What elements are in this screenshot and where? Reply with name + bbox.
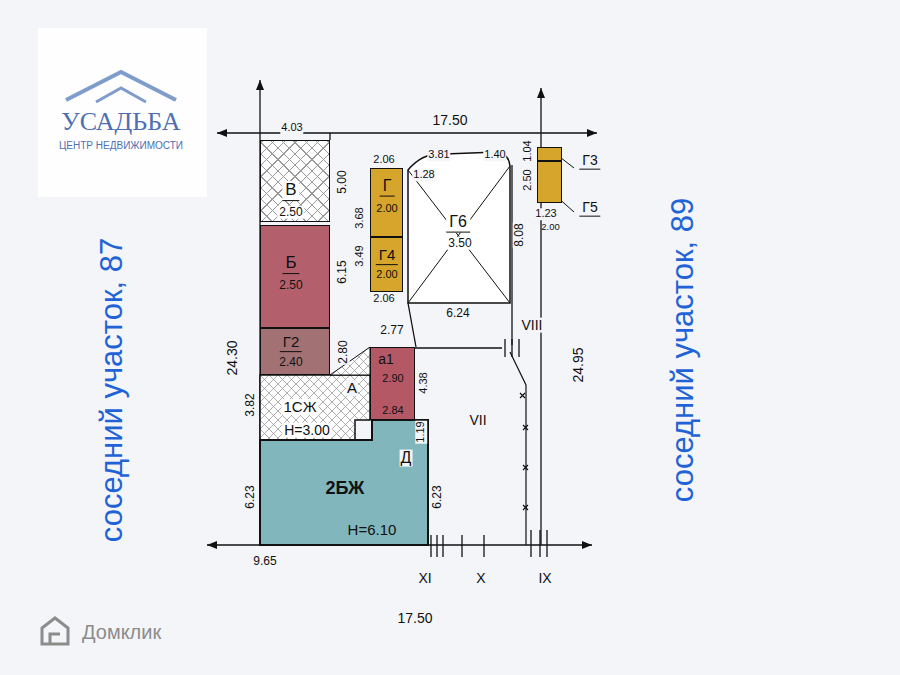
dimension-label: 3.49 bbox=[354, 244, 366, 267]
part-label: VIII bbox=[520, 318, 543, 333]
dimension-label: 24.30 bbox=[225, 339, 240, 376]
dimension-label: 2.06 bbox=[372, 154, 395, 166]
part-name: 1СЖ bbox=[281, 399, 318, 415]
part-label: X bbox=[475, 571, 486, 586]
fence-line bbox=[510, 352, 528, 545]
part-value: Н=6.10 bbox=[348, 522, 397, 538]
part-label: VII bbox=[468, 413, 487, 428]
part-value: 2.00 bbox=[376, 269, 397, 281]
dimension-label: 4.03 bbox=[280, 122, 303, 134]
dimension-label: 1.40 bbox=[483, 149, 506, 161]
dimension-label: 2.06 bbox=[372, 293, 395, 305]
watermark: Домклик bbox=[82, 622, 161, 643]
part-value: 2.00 bbox=[541, 222, 560, 232]
dimension-label: 1.23 bbox=[534, 208, 557, 220]
part-name: Г5 bbox=[579, 200, 600, 217]
house-box: 2БЖ Н=6.10 bbox=[260, 420, 428, 545]
dimension-label: 3.81 bbox=[427, 149, 450, 161]
part-label: IX bbox=[537, 571, 552, 586]
dimension-label: 5.00 bbox=[336, 169, 349, 194]
shed-box: В 2.50 bbox=[260, 140, 330, 222]
dimension-label: 6.24 bbox=[445, 307, 470, 320]
part-name: УСАДЬБА bbox=[61, 108, 180, 135]
part-value: 3.50 bbox=[446, 237, 473, 250]
part-label: А bbox=[346, 380, 358, 396]
dimension-label: 2.77 bbox=[379, 324, 404, 337]
dimension-label: 1.28 bbox=[412, 169, 435, 181]
part-value: 2.00 bbox=[376, 203, 397, 215]
garage-box: Г4 2.00 bbox=[370, 237, 403, 292]
dimension-label: 2.80 bbox=[337, 339, 350, 364]
part-name: Г2 bbox=[280, 334, 302, 352]
dimension-label: 3.68 bbox=[354, 206, 366, 229]
outbuilding-box: Б 2.50 bbox=[260, 225, 330, 328]
garage-box: Г 2.00 bbox=[370, 168, 403, 237]
arrow-heads bbox=[207, 80, 597, 549]
gate-ticks bbox=[431, 339, 547, 557]
dimension-label: 8.08 bbox=[513, 222, 526, 247]
dimension-label: 3.82 bbox=[244, 392, 257, 417]
dimension-label: 1.19 bbox=[415, 420, 427, 443]
part-name: Г4 bbox=[376, 247, 398, 265]
part-name: 2БЖ bbox=[326, 479, 365, 498]
domclick-icon bbox=[42, 618, 68, 644]
part-value: ЦЕНТР НЕДВИЖИМОСТИ bbox=[59, 141, 183, 152]
dimension-label: 6.23 bbox=[244, 484, 257, 509]
part-name: Г3 bbox=[579, 153, 600, 170]
small-shed-box: Г32.00 bbox=[537, 147, 562, 161]
part-value: 2.40 bbox=[279, 356, 302, 369]
dimension-label: 6.15 bbox=[336, 259, 349, 284]
small-shed-box: Г52.00 bbox=[537, 161, 562, 203]
outbuilding-box: Г2 2.40 bbox=[260, 328, 330, 375]
dimension-label: 4.38 bbox=[418, 371, 430, 394]
part-name: В bbox=[282, 181, 299, 201]
part-value: 2.50 bbox=[279, 279, 302, 292]
part-name: Г bbox=[380, 178, 395, 197]
dimension-label: 2.50 bbox=[522, 168, 534, 191]
part-label: Д bbox=[400, 450, 413, 467]
dimension-label: 17.50 bbox=[431, 113, 468, 128]
part-value: 2.84 bbox=[382, 405, 403, 417]
dimension-label: 1.04 bbox=[522, 139, 534, 162]
watermark: соседний участок, 89 bbox=[667, 198, 700, 502]
dimension-label: 9.65 bbox=[252, 555, 277, 568]
dimension-label: 17.50 bbox=[396, 611, 433, 626]
part-label: XI bbox=[417, 571, 432, 586]
extension-box: а1 2.90 2.84 bbox=[370, 347, 415, 420]
dimension-label: 6.23 bbox=[431, 484, 444, 509]
part-value: 2.90 bbox=[382, 373, 403, 385]
dimension-label: 24.95 bbox=[571, 346, 586, 383]
watermark: соседний участок, 87 bbox=[96, 238, 129, 542]
dimension-lines bbox=[207, 80, 597, 545]
part-name: Б bbox=[282, 254, 299, 274]
logo-box: УСАДЬБА ЦЕНТР НЕДВИЖИМОСТИ bbox=[38, 28, 207, 197]
part-name: а1 bbox=[378, 352, 394, 367]
part-value: 2.50 bbox=[277, 206, 304, 219]
part-name: Г6 bbox=[446, 214, 470, 233]
part-value: Н=3.00 bbox=[282, 423, 332, 438]
